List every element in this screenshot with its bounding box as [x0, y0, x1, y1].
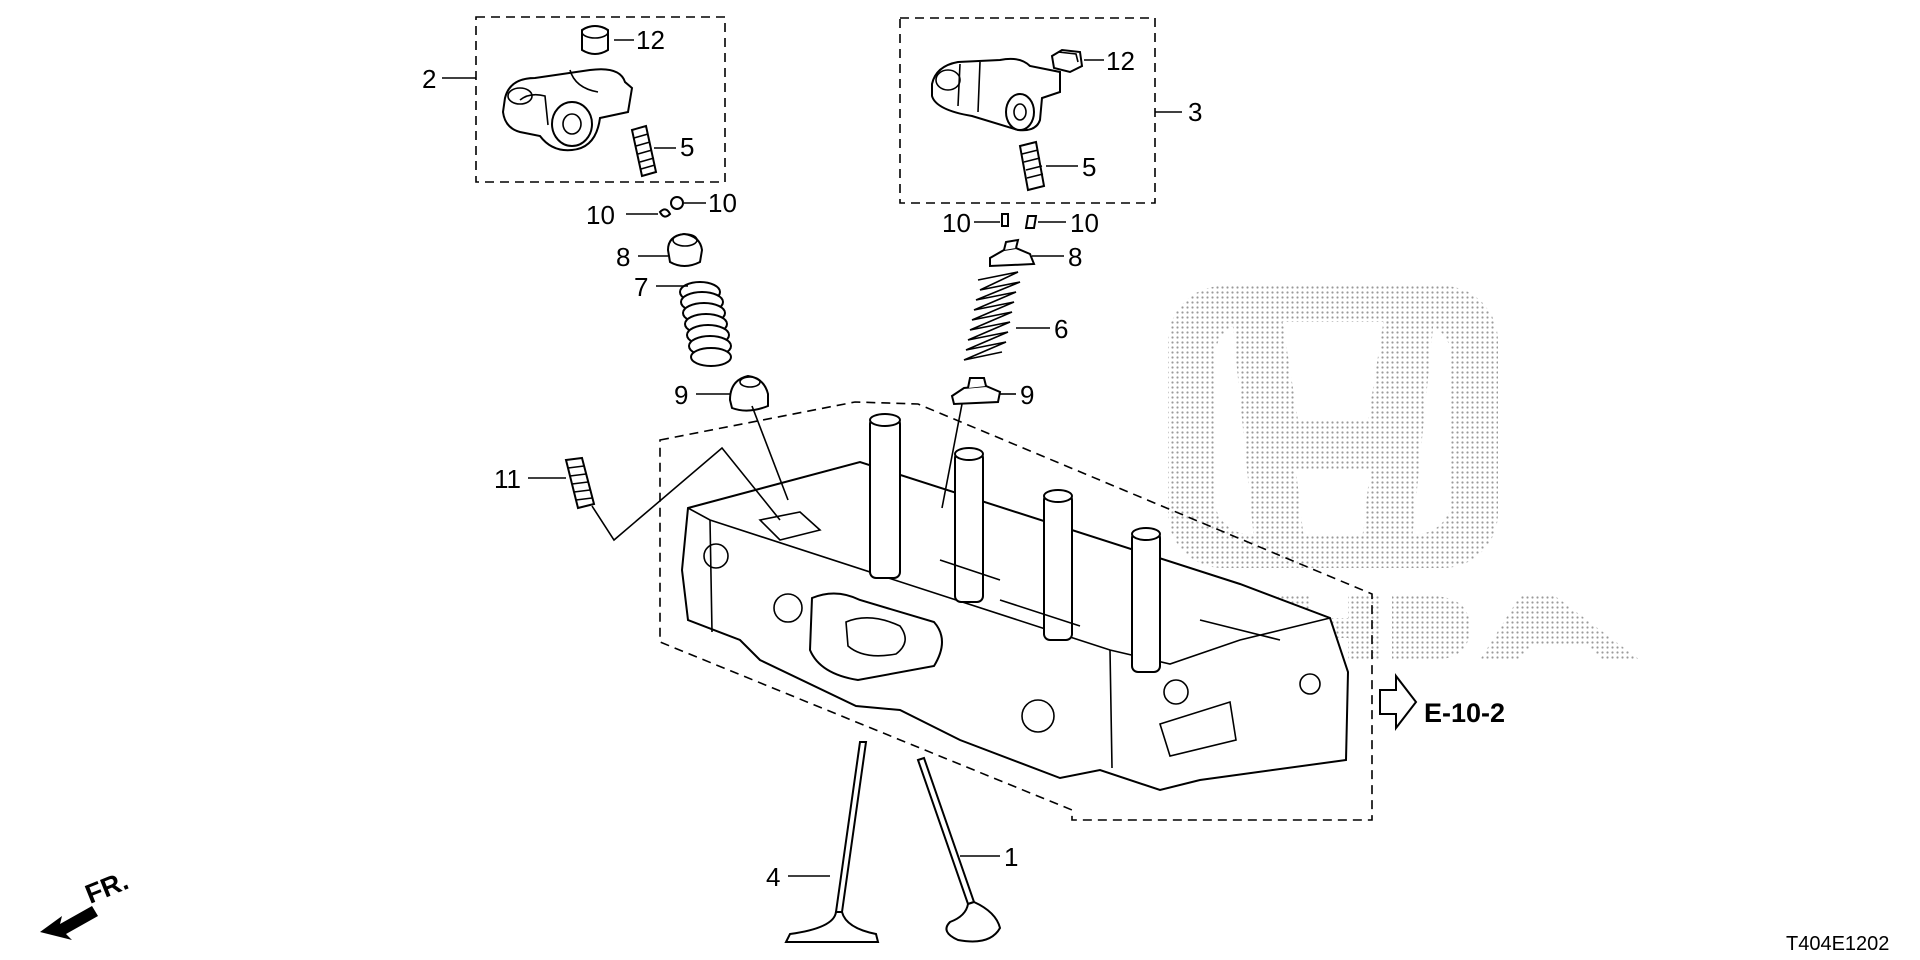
callout-8a: 8 [616, 242, 630, 272]
rocker-arm-assembly-box-3 [899, 17, 1156, 204]
callout-7: 7 [634, 272, 648, 302]
valve-spring-7-icon [679, 281, 732, 367]
front-label: FR. [81, 865, 133, 909]
callout-9b: 9 [1020, 380, 1034, 410]
callout-8b: 8 [1068, 242, 1082, 272]
stem-seal-9a-icon [728, 374, 769, 412]
callout-12b: 12 [1106, 46, 1135, 76]
callout-1: 1 [1004, 842, 1018, 872]
dowel-pin-11-icon [564, 456, 596, 510]
valve-spring-6-icon [963, 271, 1021, 361]
callout-labels: 2 12 5 12 3 5 10 10 10 10 8 8 7 6 9 9 11… [422, 25, 1202, 892]
callout-6: 6 [1054, 314, 1068, 344]
callout-10b: 10 [708, 188, 737, 218]
callout-2: 2 [422, 64, 436, 94]
cylinder-head-1-icon [680, 413, 1350, 792]
retainer-8a-icon [666, 232, 704, 267]
callout-10a: 10 [586, 200, 615, 230]
nut-12b-icon [1050, 48, 1084, 74]
callout-9a: 9 [674, 380, 688, 410]
rocker-arm-2-icon [501, 68, 634, 152]
valve-1-icon [916, 756, 1002, 943]
reference-arrow-e-10-2[interactable]: E-10-2 [1379, 673, 1505, 731]
leader-lines [442, 39, 1182, 877]
callout-10d: 10 [1070, 208, 1099, 238]
pin-5a-icon [630, 124, 658, 178]
reference-arrow-icon [1379, 673, 1418, 731]
callout-11: 11 [494, 464, 521, 494]
callout-3: 3 [1188, 97, 1202, 127]
cylinder-head-outline [659, 401, 1373, 821]
retainer-8b-icon [989, 238, 1036, 268]
callout-10c: 10 [942, 208, 971, 238]
callout-4: 4 [766, 862, 780, 892]
pin-5b-icon [1018, 140, 1046, 192]
front-direction-indicator: FR. [40, 865, 133, 940]
stem-seal-9b-icon [950, 377, 1002, 406]
rocker-arm-assembly-box-2 [475, 16, 726, 183]
reference-label: E-10-2 [1424, 698, 1505, 728]
cotter-10-icons [658, 196, 1038, 229]
rocker-arm-3-icon [931, 57, 1061, 132]
callout-5a: 5 [680, 132, 694, 162]
callout-12a: 12 [636, 25, 665, 55]
front-arrow-icon [40, 906, 98, 940]
callout-5b: 5 [1082, 152, 1096, 182]
valve-4-icon [784, 741, 880, 943]
diagram-code: T404E1202 [1786, 933, 1889, 955]
nut-12a-icon [581, 25, 609, 55]
